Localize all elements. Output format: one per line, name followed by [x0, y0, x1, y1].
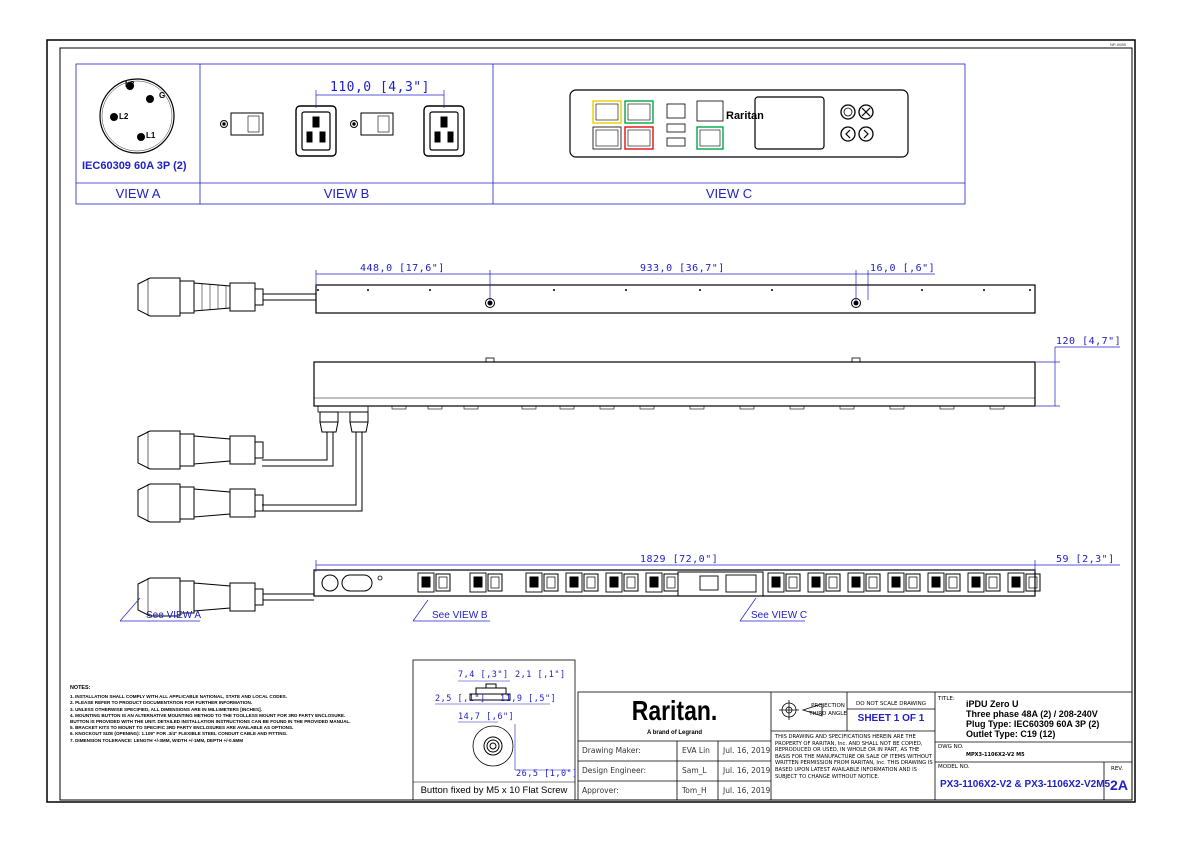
outlet-pair — [1007, 572, 1041, 593]
button-detail-dims — [435, 680, 570, 771]
pin-label-l3: L3 — [125, 80, 135, 89]
side-view-dimensions — [315, 270, 935, 300]
legal-notice: THIS DRAWING AND SPECIFICATIONS HEREIN A… — [775, 734, 933, 780]
projection-label: PROJECTION — [811, 703, 845, 709]
view-a-plug-face — [99, 78, 175, 154]
title-line-1: iPDU Zero U — [966, 699, 1019, 709]
see-view-c: See VIEW C — [751, 610, 808, 621]
raritan-logo-sub: A brand of Legrand — [646, 730, 703, 736]
model-label: MODEL NO. — [938, 764, 970, 770]
outlet-pair — [417, 572, 451, 593]
see-view-a: See VIEW A — [146, 610, 202, 621]
bottom-view-tabs — [391, 405, 1005, 410]
name-design-engineer: Sam_L — [682, 766, 707, 775]
dim-2-1: 2,1 [,1"] — [515, 670, 566, 680]
note-4b: BUTTON IS PROVIDED WITH THE UNIT. DETAIL… — [70, 719, 351, 725]
rev-label: REV. — [1111, 766, 1124, 772]
pdu-bottom-view — [137, 357, 1036, 523]
dim-120: 120 [4,7"] — [1056, 336, 1122, 347]
do-not-scale: DO NOT SCALE DRAWING — [856, 701, 926, 707]
corner-tag: NP-0085 — [1110, 42, 1126, 47]
date-approver: Jul. 16, 2019 — [723, 786, 771, 795]
dim-26-5: 26,5 [1,0"] — [516, 769, 578, 779]
see-view-b: See VIEW B — [432, 610, 488, 621]
dim-7-4: 7,4 [,3"] — [458, 670, 509, 680]
plug-caption: IEC60309 60A 3P (2) — [82, 160, 187, 172]
front-view-outlets — [417, 572, 1041, 593]
pin-label-g: G — [159, 91, 166, 100]
sheet-number: SHEET 1 OF 1 — [857, 713, 925, 724]
title-label: TITLE: — [938, 696, 955, 702]
view-b-outlets — [220, 105, 465, 157]
note-5: 5. BRACKET KITS TO MOUNT TO SPECIFIC 3RD… — [70, 725, 294, 731]
dwg-number: MPX3-1106X2-V2 M5 — [966, 752, 1025, 758]
role-design-engineer: Design Engineer: — [582, 766, 647, 775]
name-approver: Tom_H — [682, 786, 707, 795]
rev-value: 2A — [1110, 777, 1128, 793]
dim-11-9: 11,9 [,5"] — [500, 694, 557, 704]
note-4: 4. MOUNTING BUTTON IS AN ALTERNATIVE MOU… — [70, 712, 346, 718]
projection-symbol — [779, 700, 823, 720]
pin-label-l1: L1 — [146, 131, 156, 140]
outlet-pair — [887, 572, 921, 593]
bottom-view-dimension — [1036, 346, 1120, 407]
note-2: 2. PLEASE REFER TO PRODUCT DOCUMENTATION… — [70, 700, 253, 706]
pdu-side-view — [137, 277, 1036, 317]
outlet-pair — [807, 572, 841, 593]
outer-border — [46, 39, 1136, 803]
outlet-pair — [565, 572, 599, 593]
title-line-4: Outlet Type: C19 (12) — [966, 729, 1056, 739]
dim-16: 16,0 [,6"] — [870, 263, 936, 274]
view-a-label: VIEW A — [115, 186, 161, 201]
side-view-holes — [317, 289, 1031, 291]
outlet-pair — [927, 572, 961, 593]
dim-933: 933,0 [36,7"] — [640, 263, 725, 274]
view-b-label: VIEW B — [323, 186, 370, 201]
outlet-pair — [605, 572, 639, 593]
date-design-engineer: Jul. 16, 2019 — [723, 766, 771, 775]
title-line-3: Plug Type: IEC60309 60A 3P (2) — [966, 719, 1100, 729]
dim-1829: 1829 [72,0"] — [640, 554, 719, 565]
outlet-pair — [525, 572, 559, 593]
note-3: 3. UNLESS OTHERWISE SPECIFIED, ALL DIMEN… — [70, 706, 262, 712]
dim-2-5: 2,5 [,1"] — [435, 694, 486, 704]
views-frame — [75, 63, 966, 205]
note-6: 6. KNOCKOUT SIZE (OPENING): 1.109" FOR .… — [70, 731, 288, 737]
dim-59: 59 [2,3"] — [1056, 554, 1115, 565]
dim-448: 448,0 [17,6"] — [360, 263, 445, 274]
outlet-pair — [469, 572, 503, 593]
outlet-pair — [967, 572, 1001, 593]
outlet-pair — [645, 572, 679, 593]
pin-label-l2: L2 — [119, 112, 129, 121]
note-7: 7. DIMENSION TOLERANCE: LENGTH +/-3MM, W… — [70, 737, 244, 743]
dim-view-b: 110,0 [4,3"] — [330, 80, 430, 95]
view-c-controller — [569, 89, 909, 158]
notes-title: NOTES: — [70, 685, 91, 691]
model-number: PX3-1106X2-V2 & PX3-1106X2-V2M5 — [940, 779, 1111, 790]
role-approver: Approver: — [582, 786, 619, 795]
front-view-dimensions — [119, 560, 1120, 622]
button-caption: Button fixed by M5 x 10 Flat Screw — [420, 785, 568, 796]
outlet-pair — [767, 572, 801, 593]
role-drawing-maker: Drawing Maker: — [582, 746, 641, 755]
note-1: 1. INSTALLATION SHALL COMPLY WITH ALL AP… — [70, 694, 288, 700]
dim-14-7: 14,7 [,6"] — [458, 712, 515, 722]
pdu-front-view — [137, 569, 1036, 617]
outlet-pair — [847, 572, 881, 593]
raritan-logo: Raritan. — [631, 695, 718, 726]
button-detail — [412, 659, 576, 801]
name-drawing-maker: EVA Lin — [682, 746, 710, 755]
dwg-label: DWG NO. — [938, 744, 964, 750]
notes: NOTES: 1. INSTALLATION SHALL COMPLY WITH… — [70, 685, 405, 744]
controller-brand: Raritan — [726, 110, 764, 122]
view-b-dimension — [315, 90, 445, 108]
title-block-frame — [577, 691, 1133, 801]
projection-angle: THIRD ANGLE — [809, 711, 847, 717]
view-c-label: VIEW C — [705, 186, 753, 201]
date-drawing-maker: Jul. 16, 2019 — [723, 746, 771, 755]
title-line-2: Three phase 48A (2) / 208-240V — [966, 709, 1098, 719]
